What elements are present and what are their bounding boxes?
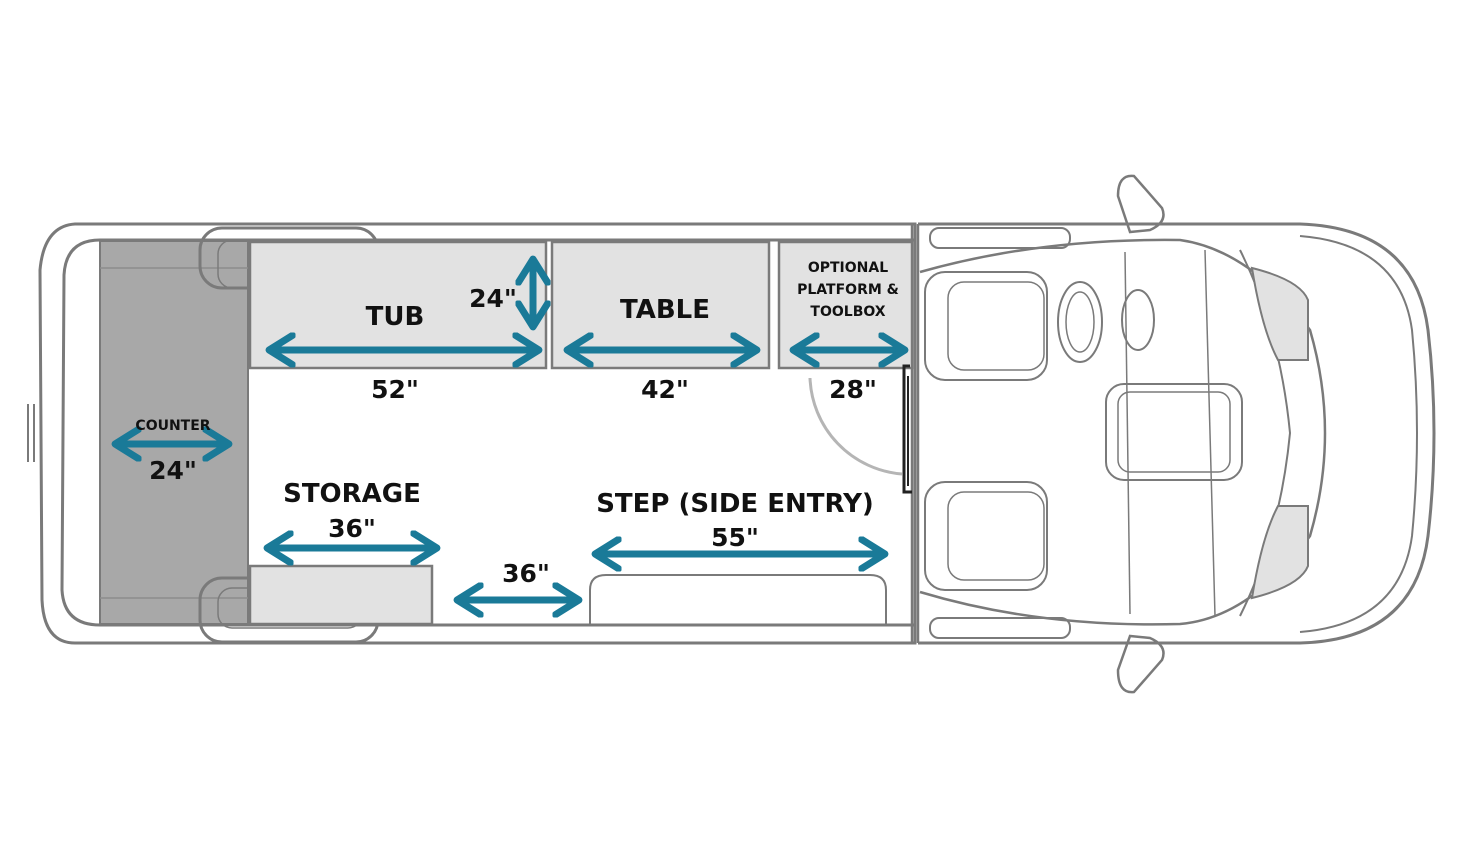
table-dimension: 42" (641, 375, 689, 404)
tub-label: TUB (366, 302, 425, 332)
step-zone (589, 574, 887, 624)
zones (248, 240, 914, 626)
van-cab-icon (918, 174, 1436, 694)
optional-label-line3: TOOLBOX (810, 304, 885, 320)
labels: COUNTER 24" TUB 24" 52" TABLE 42" OPTION… (135, 260, 898, 588)
counter-label: COUNTER (135, 418, 210, 434)
aisle-dimension: 36" (502, 559, 550, 588)
storage-label: STORAGE (283, 479, 421, 509)
tub-width-dimension: 52" (371, 375, 419, 404)
storage-zone (248, 564, 434, 626)
tub-depth-dimension: 24" (469, 284, 517, 313)
optional-label-line2: PLATFORM & (797, 282, 899, 298)
storage-dimension: 36" (328, 514, 376, 543)
step-label: STEP (SIDE ENTRY) (596, 489, 874, 519)
dimension-arrows (118, 262, 902, 600)
counter-dimension: 24" (149, 456, 197, 485)
optional-dimension: 28" (829, 375, 877, 404)
optional-label-line1: OPTIONAL (808, 260, 888, 276)
step-dimension: 55" (711, 523, 759, 552)
table-label: TABLE (620, 295, 710, 325)
